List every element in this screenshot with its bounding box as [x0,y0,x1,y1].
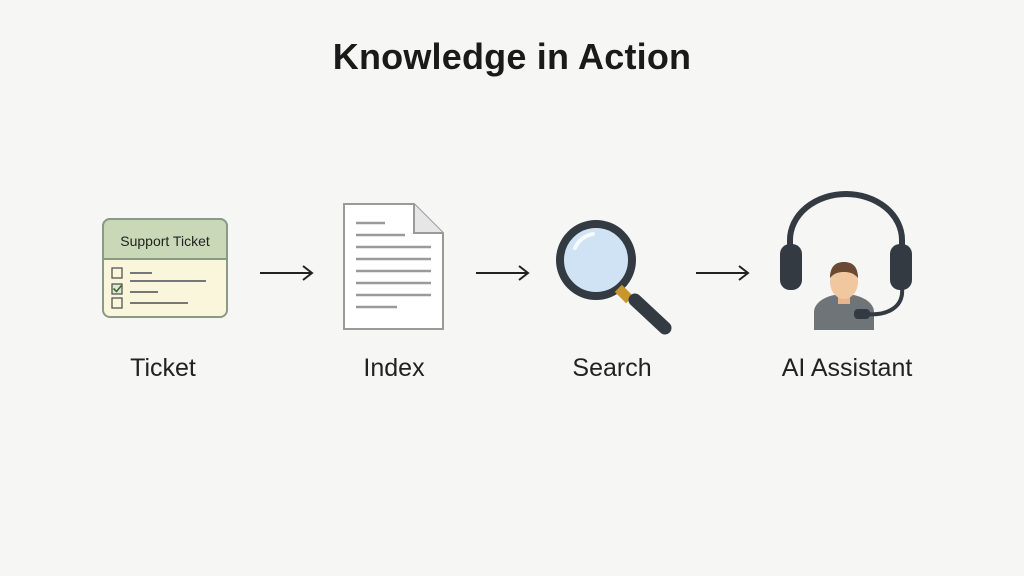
arrow-right-icon [476,265,530,281]
document-icon [343,203,444,330]
stage-label-ai-assistant: AI Assistant [781,354,913,382]
arrow-right-icon [260,265,314,281]
headset-agent-icon [780,191,912,330]
arrow-right-icon [696,265,750,281]
support-ticket-icon: Support Ticket [102,218,228,318]
diagram-title: Knowledge in Action [332,36,692,77]
stage-label-index: Index [363,354,425,382]
stage-label-search: Search [572,354,652,382]
stage-label-ticket: Ticket [130,354,196,382]
ticket-header-text: Support Ticket [120,233,210,249]
magnifying-glass-icon [556,220,672,335]
